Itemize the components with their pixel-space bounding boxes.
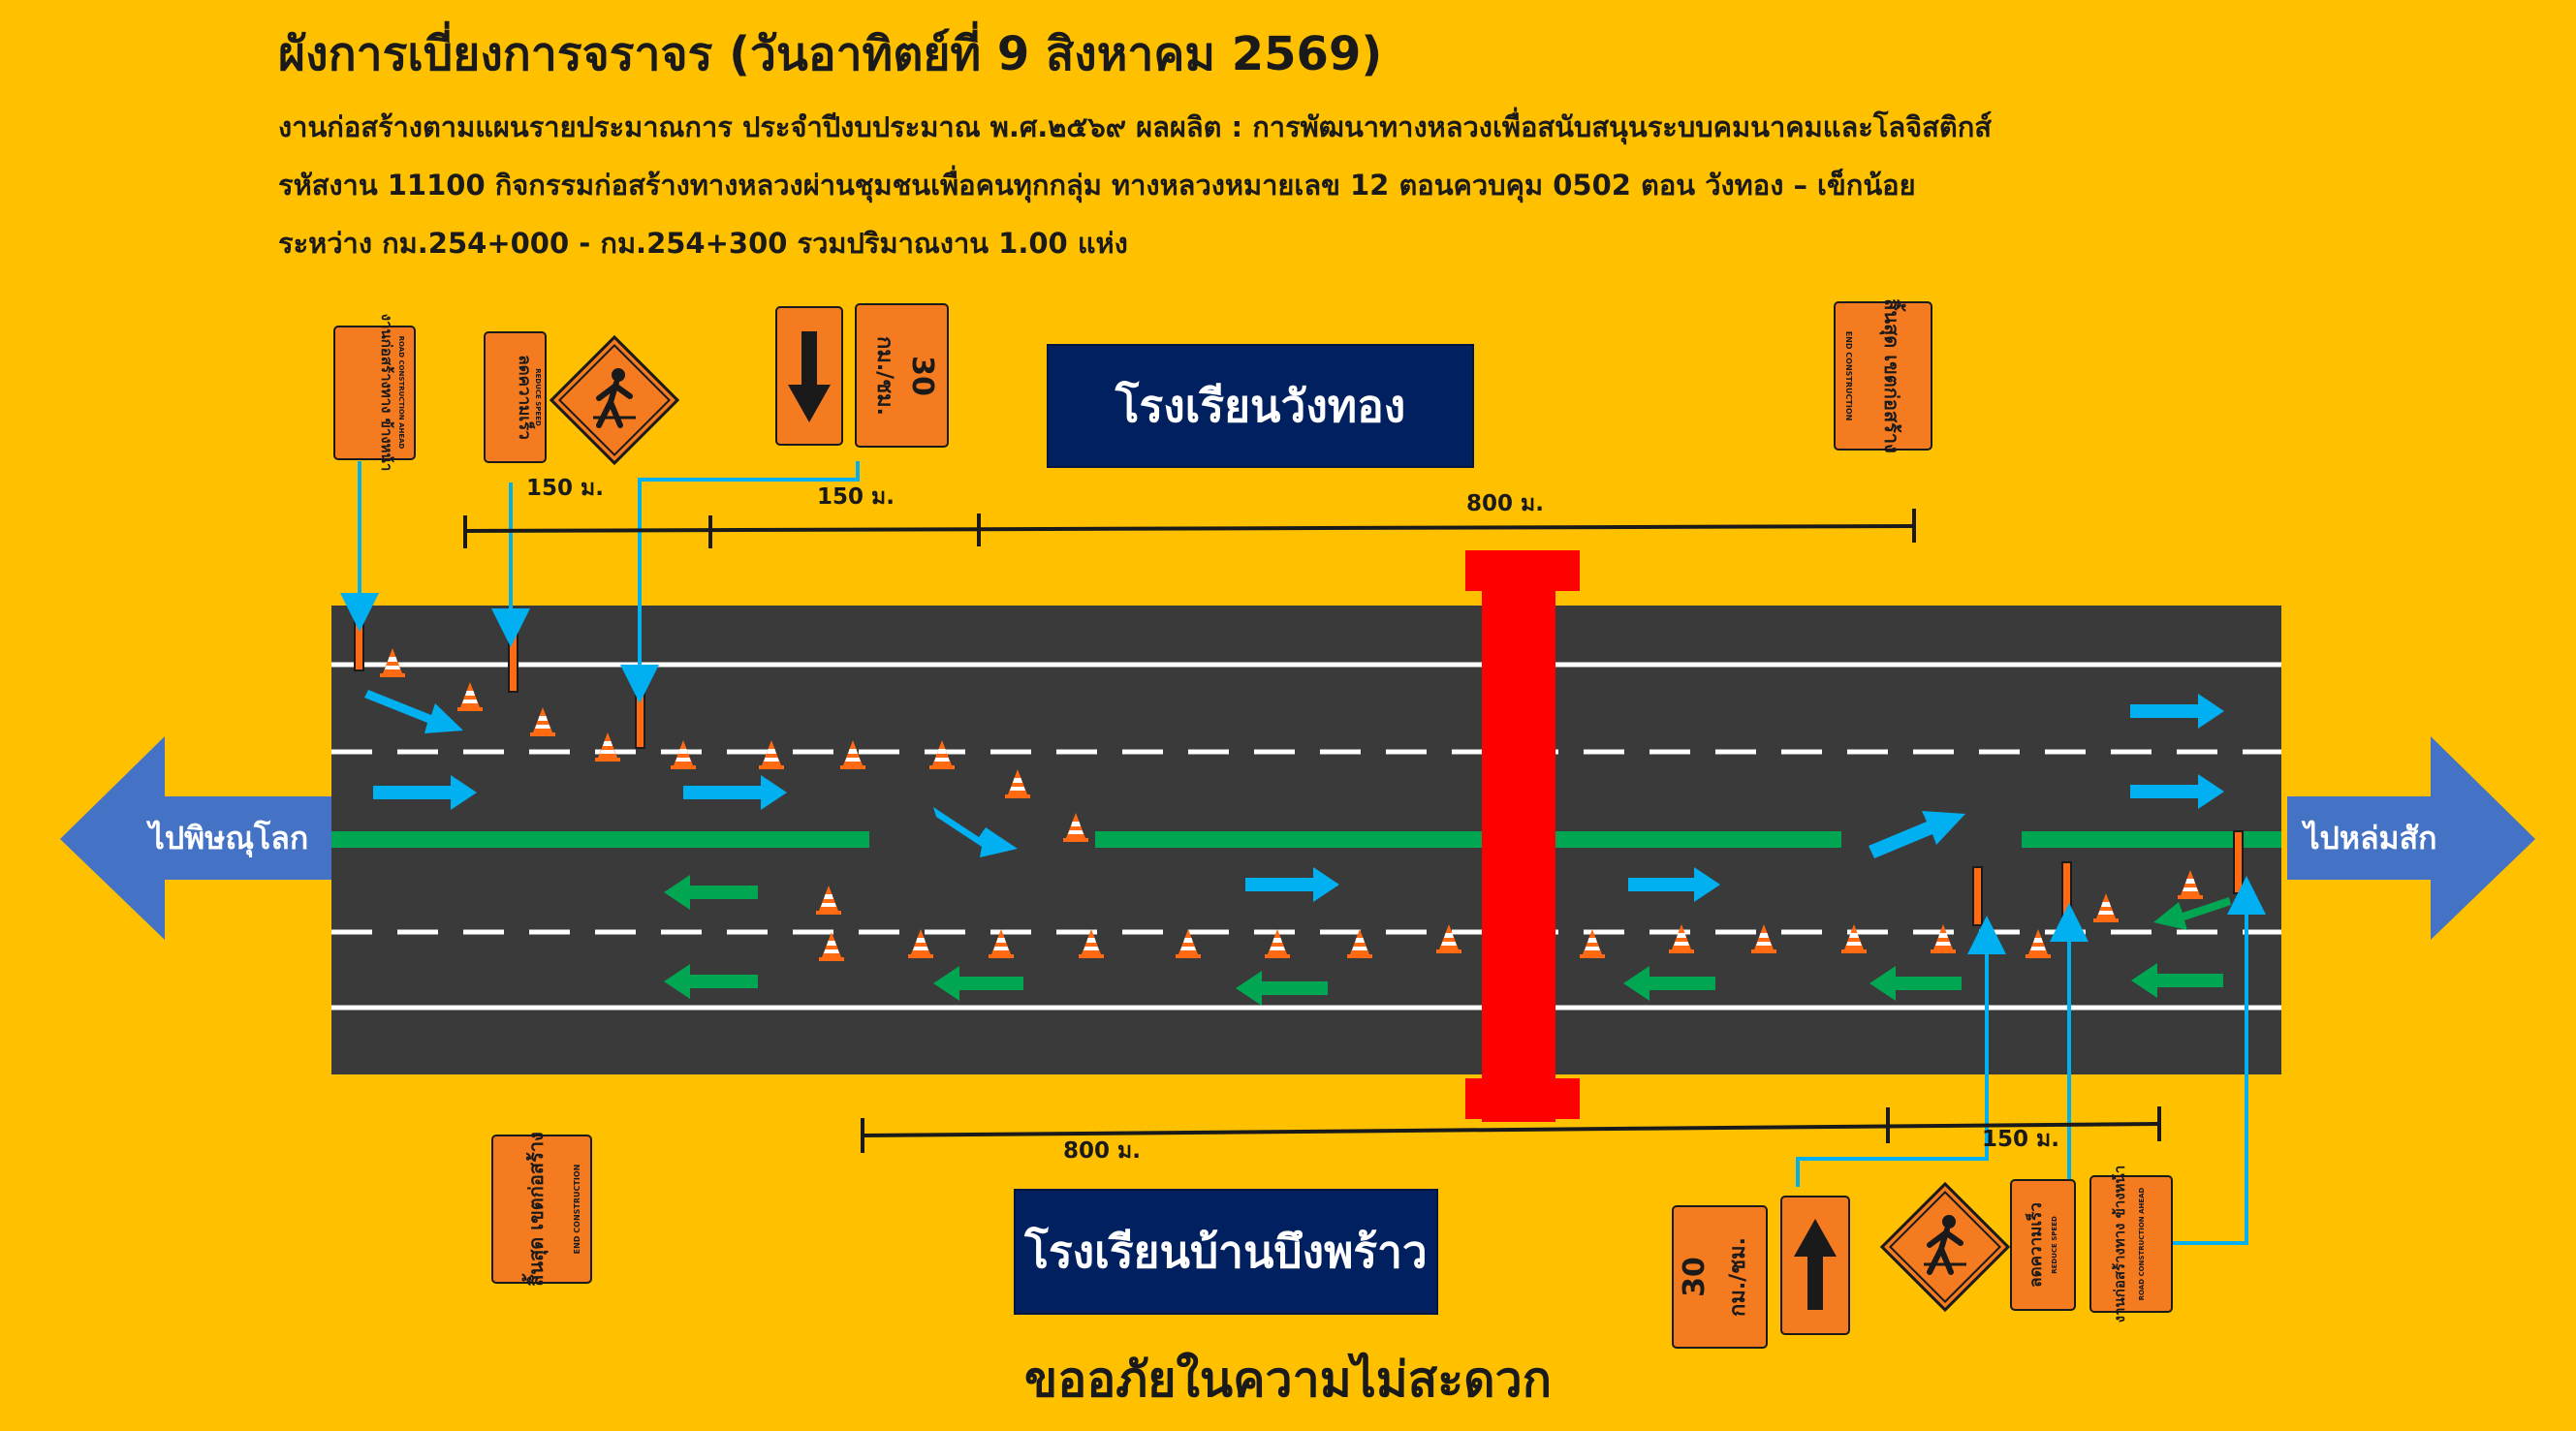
svg-text:ลดความเร็ว: ลดความเร็ว <box>2024 1202 2046 1288</box>
pedestrian-crossing-icon <box>1882 1184 2008 1310</box>
school-label-top: โรงเรียนวังทอง <box>1047 344 1474 468</box>
sign-reduce-speed-top: ลดความเร็ว REDUCE SPEED <box>484 331 547 463</box>
median-barriers <box>331 831 2281 848</box>
svg-text:ROAD CONSTRUCTION AHEAD: ROAD CONSTRUCTION AHEAD <box>2138 1187 2146 1300</box>
destination-right-arrow: ไปหล่มสัก <box>2287 736 2535 940</box>
svg-text:สิ้นสุด เขตก่อสร้าง: สิ้นสุด เขตก่อสร้าง <box>1879 298 1906 453</box>
project-line-3: ระหว่าง กม.254+000 - กม.254+300 รวมปริมา… <box>278 227 1128 260</box>
sign-lane-arrow-up <box>1780 1196 1850 1335</box>
pedestrian-crossing-icon <box>551 337 677 463</box>
svg-text:REDUCE SPEED: REDUCE SPEED <box>534 368 542 426</box>
sign-speed-limit-bottom: 30 กม./ชม. <box>1672 1205 1768 1349</box>
distance-top-third: 800 ม. <box>1466 491 1544 516</box>
svg-text:งานก่อสร้างทาง ข้างหน้า: งานก่อสร้างทาง ข้างหน้า <box>378 314 395 471</box>
sign-construction-ahead-bottom: งานก่อสร้างทาง ข้างหน้า ROAD CONSTRUCTIO… <box>2089 1166 2173 1322</box>
distance-markers-bottom <box>861 1106 2161 1153</box>
svg-text:END CONSTRUCTION: END CONSTRUCTION <box>573 1165 581 1255</box>
sign-posts <box>354 607 2244 926</box>
project-line-2: รหัสงาน 11100 กิจกรรมก่อสร้างทางหลวงผ่าน… <box>278 169 1916 202</box>
destination-left-arrow: ไปพิษณุโลก <box>60 736 331 940</box>
footer-apology: ขออภัยในความไม่สะดวก <box>1024 1352 1552 1408</box>
svg-text:ลดความเร็ว: ลดความเร็ว <box>515 355 537 440</box>
svg-text:30: 30 <box>905 356 939 396</box>
page-title: ผังการเบี่ยงการจราจร (วันอาทิตย์ที่ 9 สิ… <box>278 27 1383 81</box>
school-label-bottom: โรงเรียนบ้านบึงพร้าว <box>1014 1189 1438 1315</box>
project-line-1: งานก่อสร้างตามแผนรายประมาณการ ประจำปีงบป… <box>278 110 1992 143</box>
distance-top-first: 150 ม. <box>526 476 604 501</box>
bridge-barrier <box>1465 550 1580 1122</box>
distance-top-second: 150 ม. <box>817 484 895 510</box>
sign-reduce-speed-bottom: ลดความเร็ว REDUCE SPEED <box>2010 1179 2076 1311</box>
sign-construction-ahead-top: งานก่อสร้างทาง ข้างหน้า ROAD CONSTRUCTIO… <box>333 314 416 471</box>
sign-end-construction-bottom: สิ้นสุด เขตก่อสร้าง END CONSTRUCTION <box>491 1132 592 1287</box>
sign-end-construction-top: สิ้นสุด เขตก่อสร้าง END CONSTRUCTION <box>1834 298 1932 453</box>
sign-leader-lines <box>340 461 2266 1245</box>
destination-left-label: ไปพิษณุโลก <box>146 820 308 858</box>
distance-bottom-first: 800 ม. <box>1063 1138 1141 1164</box>
sign-lane-arrow-down <box>775 306 843 446</box>
svg-text:END CONSTRUCTION: END CONSTRUCTION <box>1844 331 1853 421</box>
distance-bottom-second: 150 ม. <box>1982 1127 2059 1152</box>
svg-text:สิ้นสุด เขตก่อสร้าง: สิ้นสุด เขตก่อสร้าง <box>521 1132 549 1287</box>
svg-text:กม./ชม.: กม./ชม. <box>872 336 896 416</box>
sign-speed-limit-top: 30 กม./ชม. <box>855 303 949 448</box>
svg-text:กม./ชม.: กม./ชม. <box>1726 1237 1750 1317</box>
svg-text:ROAD CONSTRUCTION AHEAD: ROAD CONSTRUCTION AHEAD <box>397 336 405 450</box>
svg-text:REDUCE SPEED: REDUCE SPEED <box>2051 1216 2058 1274</box>
distance-markers-top <box>463 509 1916 548</box>
svg-text:งานก่อสร้างทาง ข้างหน้า: งานก่อสร้างทาง ข้างหน้า <box>2111 1166 2128 1322</box>
flow-arrows-westbound <box>664 875 2231 1006</box>
flow-arrows-eastbound <box>364 690 2224 902</box>
destination-right-label: ไปหล่มสัก <box>2301 820 2436 856</box>
svg-text:30: 30 <box>1678 1257 1712 1297</box>
